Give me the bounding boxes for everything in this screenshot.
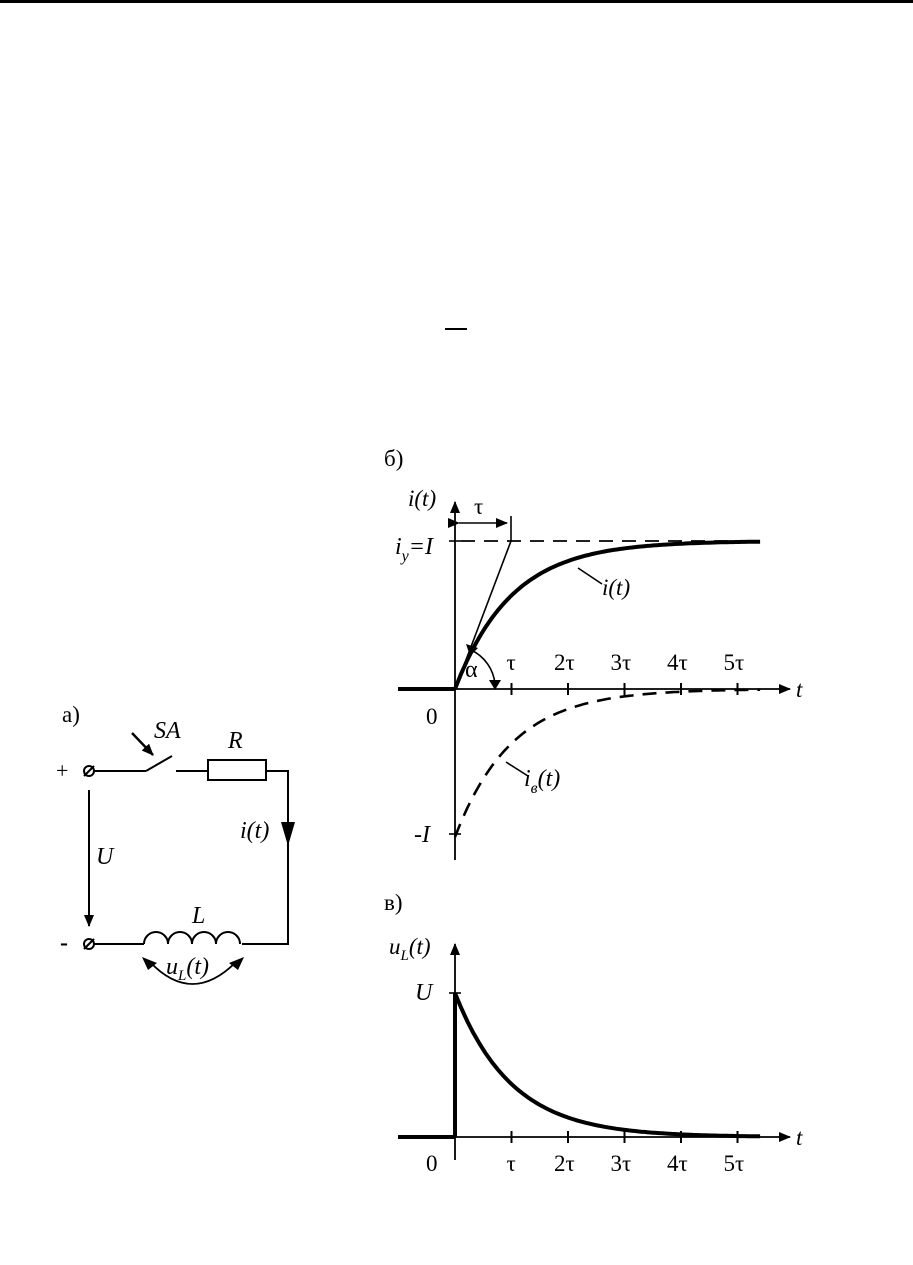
voltage-x-axis-label: t bbox=[796, 1125, 803, 1150]
current-x-tick-label: 3τ bbox=[611, 650, 632, 675]
current-curve-i bbox=[455, 542, 760, 689]
inductor-voltage-label: uL(t) bbox=[166, 954, 209, 984]
panel-label-c: в) bbox=[384, 890, 403, 915]
steady-current-label: iу=I bbox=[395, 534, 434, 565]
resistor-icon bbox=[208, 760, 266, 780]
voltage-x-tick-label: 4τ bbox=[667, 1151, 688, 1176]
inductor-voltage-arrow-right-icon bbox=[229, 957, 244, 970]
voltage-curve bbox=[455, 993, 760, 1136]
inductor-voltage-arrow-left-icon bbox=[142, 957, 157, 970]
panel-label-a: а) bbox=[62, 702, 80, 727]
current-chart: б) i(t) t 0 iу=I -I τ 2τ 3τ 4τ 5τ τ α bbox=[384, 446, 803, 860]
current-origin-label: 0 bbox=[426, 704, 438, 729]
source-voltage-label: U bbox=[96, 844, 115, 870]
current-direction-arrow-icon bbox=[281, 822, 295, 846]
current-x-tick-label: 4τ bbox=[667, 650, 688, 675]
voltage-x-tick-label: 2τ bbox=[554, 1151, 575, 1176]
voltage-x-tick-label: 3τ bbox=[611, 1151, 632, 1176]
switch-blade bbox=[146, 756, 172, 771]
plus-terminal-icon bbox=[84, 766, 94, 776]
voltage-y-axis-label: uL(t) bbox=[389, 934, 431, 964]
current-curve-free-label: iв(t) bbox=[524, 766, 560, 797]
current-label: i(t) bbox=[240, 818, 269, 844]
switch-label: SA bbox=[154, 718, 181, 744]
circuit-diagram: а) + - SA R i(t) U L uL(t bbox=[56, 702, 295, 984]
resistor-label: R bbox=[227, 728, 243, 754]
tau-marker-label: τ bbox=[474, 494, 483, 519]
negative-current-label: -I bbox=[414, 822, 431, 848]
voltage-x-tick-label: τ bbox=[507, 1151, 516, 1176]
voltage-x-tick-label: 5τ bbox=[724, 1151, 745, 1176]
current-y-axis-label: i(t) bbox=[408, 486, 436, 511]
current-x-tick-label: τ bbox=[507, 650, 516, 675]
current-x-tick-label: 5τ bbox=[724, 650, 745, 675]
current-curve-free bbox=[455, 690, 760, 837]
panel-label-b: б) bbox=[384, 446, 403, 471]
right-wire bbox=[242, 771, 288, 944]
inductor-label: L bbox=[191, 903, 205, 929]
voltage-level-label: U bbox=[415, 980, 434, 1006]
current-curve-i-leader bbox=[578, 568, 602, 584]
minus-terminal-label: - bbox=[60, 930, 68, 956]
plus-terminal-label: + bbox=[56, 758, 68, 783]
current-curve-i-label: i(t) bbox=[602, 575, 630, 600]
current-x-tick-label: 2τ bbox=[554, 650, 575, 675]
voltage-origin-label: 0 bbox=[426, 1151, 438, 1176]
voltage-chart: в) uL(t) t 0 U τ 2τ 3τ 4τ 5τ bbox=[384, 890, 803, 1176]
minus-terminal-icon bbox=[84, 939, 94, 949]
current-x-axis-label: t bbox=[796, 677, 803, 702]
switch-arrow-icon bbox=[132, 733, 153, 755]
inductor-coil-icon bbox=[144, 932, 240, 944]
